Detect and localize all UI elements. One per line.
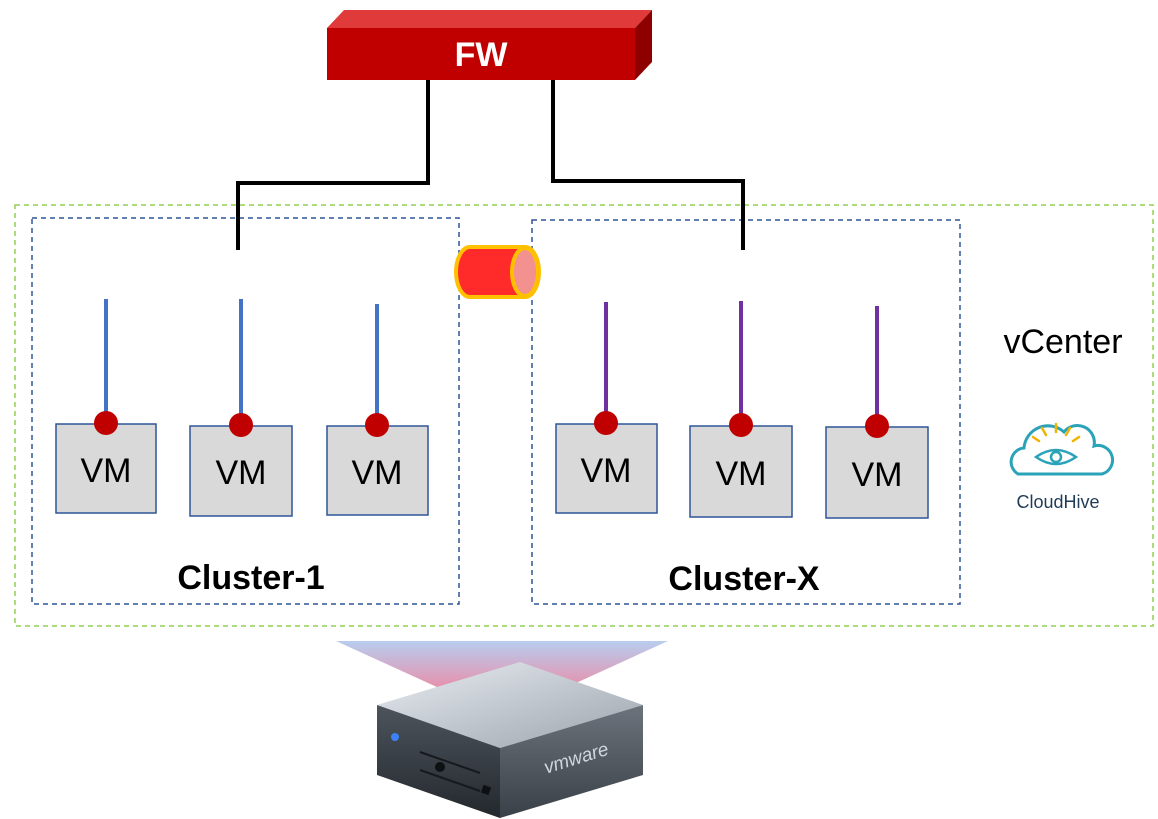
firewall: FW xyxy=(327,10,652,80)
vcenter-label: vCenter xyxy=(1003,323,1122,361)
vm-node: VM xyxy=(825,426,929,519)
cloudhive-logo: CloudHive xyxy=(1009,422,1115,512)
vm-attach-dot xyxy=(365,413,389,437)
server-icon: vmware xyxy=(377,662,643,818)
vcenter-boundary xyxy=(14,204,1154,627)
vm-attach-dot xyxy=(94,411,118,435)
cluster-1-label: Cluster-1 xyxy=(177,559,324,597)
brand-name: CloudHive xyxy=(1016,492,1099,512)
vm-label: VM xyxy=(216,454,267,492)
vm-label: VM xyxy=(852,456,903,494)
vm-label: VM xyxy=(81,452,132,490)
cluster-x-label: Cluster-X xyxy=(668,560,819,598)
vm-label: VM xyxy=(716,455,767,493)
vm-label: VM xyxy=(352,454,403,492)
cluster-1-boundary xyxy=(31,217,460,605)
vm-node: VM xyxy=(555,423,658,514)
vm-attach-dot xyxy=(729,413,753,437)
vm-attach-dot xyxy=(594,411,618,435)
uplink-cluster-x xyxy=(551,80,745,250)
tunnel-icon xyxy=(454,245,541,299)
cloud-eye-icon xyxy=(1009,422,1115,476)
cluster-x-boundary xyxy=(531,219,961,605)
firewall-label: FW xyxy=(455,36,509,74)
vm-node: VM xyxy=(689,425,793,518)
vm-attach-dot xyxy=(865,414,889,438)
vm-node: VM xyxy=(326,425,429,516)
vm-label: VM xyxy=(581,452,632,490)
uplink-cluster-1 xyxy=(236,80,430,250)
vm-node: VM xyxy=(55,423,157,514)
vm-node: VM xyxy=(189,425,293,517)
vm-attach-dot xyxy=(229,413,253,437)
